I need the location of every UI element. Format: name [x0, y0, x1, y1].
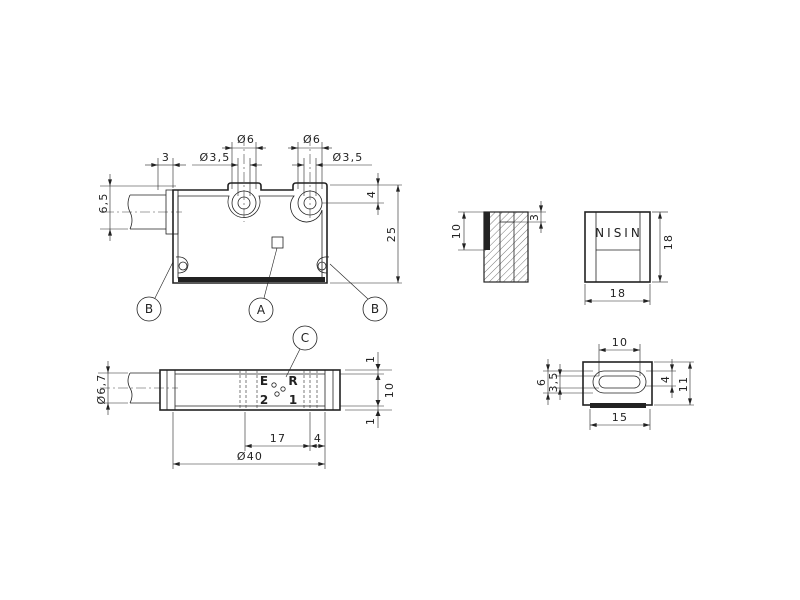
dimension-arrow	[375, 410, 381, 416]
dim-slot-outer-label: 6	[535, 378, 548, 386]
marking-2: 2	[260, 393, 268, 407]
dim-magnet-height-label: 10	[450, 223, 463, 239]
marking-1: 1	[289, 393, 297, 407]
cable-break-line	[127, 194, 133, 230]
brand-label: NISIN	[595, 226, 643, 240]
clip-right-outline	[316, 256, 330, 274]
clip-right	[317, 261, 327, 271]
slot-outer	[592, 370, 647, 394]
dim-hole-right-label: Ø3,5	[333, 151, 364, 164]
dim-counterbore-label: 3	[528, 213, 541, 221]
magnet-side-view: NISIN 18 18	[584, 211, 675, 305]
callout-b-right: B	[371, 302, 379, 316]
magnet-top-view: 10 6 3,5 4 11 15	[535, 336, 694, 430]
switch-body-inner-contour	[177, 195, 323, 279]
dim-offset-label: 4	[314, 432, 322, 445]
front-view: 3 Ø3,5 Ø6 Ø6 Ø3,5 6,5	[97, 133, 402, 323]
dim-side-width-label: 18	[610, 287, 626, 300]
callout-leader	[329, 263, 369, 300]
callout-c: C	[301, 331, 309, 345]
magnet-top-insert	[590, 403, 646, 408]
marking-e: E	[260, 374, 268, 388]
callout-b-left: B	[145, 302, 153, 316]
dimension-arrow	[375, 374, 381, 380]
switch-body-base-bar	[178, 277, 325, 282]
dim-slot-offset-label: 4	[659, 375, 672, 383]
dim-boss-right-label: Ø6	[303, 133, 321, 146]
dim-width-label: 10	[383, 382, 396, 398]
dim-offset-label: 3	[162, 151, 170, 164]
magnet-section-body	[483, 211, 529, 283]
callout-circle	[362, 296, 388, 322]
dim-top-height-label: 11	[677, 376, 690, 392]
dimension-arrow	[375, 364, 381, 370]
slot-inner	[598, 375, 641, 389]
callout-circle	[292, 325, 318, 351]
callout-circle	[248, 297, 274, 323]
marking-dot	[271, 382, 277, 388]
dim-wall-bottom-label: 1	[364, 417, 377, 425]
magnet-insert	[484, 212, 490, 250]
switch-body-top-outline	[159, 369, 341, 411]
callout-leader	[154, 261, 174, 299]
dim-hole-left-label: Ø3,5	[200, 151, 231, 164]
callout-a: A	[257, 303, 266, 317]
sensor-mark-square	[271, 236, 284, 249]
top-view: Ø6,7 E R 2 1 C 1	[95, 325, 396, 469]
dim-length-label: Ø40	[237, 450, 263, 463]
callout-leader	[263, 247, 278, 299]
dim-position-label: 17	[270, 432, 286, 445]
clip-left-outline	[175, 256, 189, 274]
dim-side-height-label: 18	[662, 234, 675, 250]
magnet-section-view: 10 3	[450, 201, 546, 283]
dim-boss-left-label: Ø6	[237, 133, 255, 146]
dim-height-label: 25	[385, 226, 398, 242]
callout-circle	[136, 296, 162, 322]
dim-wall-top-label: 1	[364, 355, 377, 363]
dimension-arrow	[375, 400, 381, 406]
marking-r: R	[288, 374, 297, 388]
switch-body-outline	[172, 182, 328, 284]
clip-left	[178, 261, 188, 271]
magnet-side-body	[584, 211, 651, 283]
dim-cable-label: Ø6,7	[95, 374, 108, 405]
dim-top-width-label: 15	[612, 411, 628, 424]
marking-dot	[274, 391, 280, 397]
dim-cable-label: 6,5	[97, 192, 110, 213]
dim-depth-label: 4	[365, 190, 378, 198]
cable-break-line	[127, 372, 133, 404]
dim-slot-inner-label: 3,5	[547, 371, 560, 392]
marking-dot	[280, 386, 286, 392]
dim-slot-length-label: 10	[612, 336, 628, 349]
callout-leader	[285, 348, 301, 378]
